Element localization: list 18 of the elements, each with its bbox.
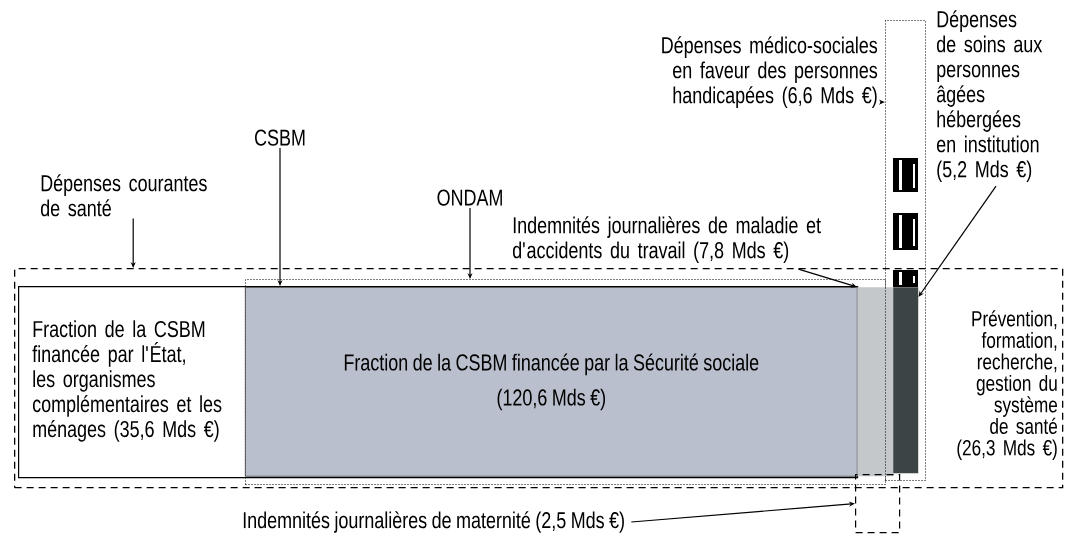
box-text: Fraction de la CSBM financée par l'État, les organismes complémentaires et les ménages (35,6 Mds €): [32, 320, 222, 442]
arrow: [630, 501, 855, 523]
annotation-text: ONDAM: [437, 189, 502, 206]
shaded-bar: [893, 287, 919, 474]
outlined-box: [18, 286, 859, 479]
box-text: Prévention, formation, recherche, gestion du système de santé (26,3 Mds €): [957, 310, 1058, 460]
annotation-text: Indemnités journalières de maternité (2,5 Mds €): [243, 511, 624, 533]
dashed-frame: [855, 474, 901, 534]
shaded-box: Fraction de la CSBM financée par la Sécurité sociale (120,6 Mds €): [245, 287, 858, 477]
annotation-text: Dépenses de soins aux personnes âgées hébergées en institution (5,2 Mds €): [936, 10, 1043, 182]
annotation-text: Dépenses courantes de santé: [40, 174, 207, 217]
annotation-text: Dépenses médico-sociales en faveur des personnes handicapées (6,6 Mds €): [662, 36, 878, 108]
dashed-frame: [14, 268, 1064, 489]
dotted-frame: [885, 20, 926, 481]
annotation-text: CSBM: [255, 129, 305, 146]
annotation-text: Indemnités journalières de maladie et d'accidents du travail (7,8 Mds €): [512, 216, 821, 263]
arrow: [918, 185, 997, 297]
shaded-bar: [857, 287, 894, 477]
